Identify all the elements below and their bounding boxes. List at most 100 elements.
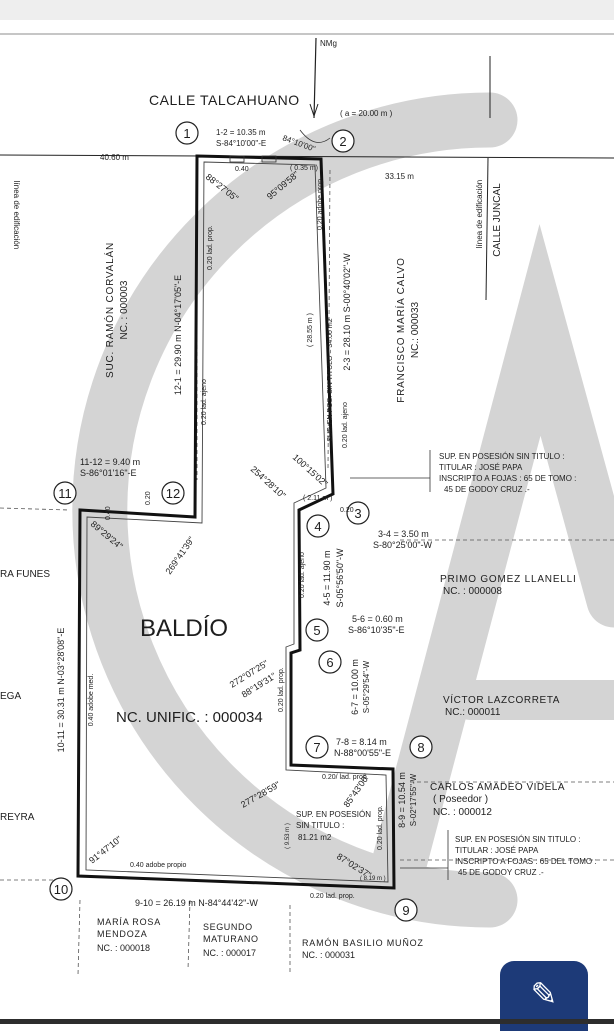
baldio-label: BALDÍO bbox=[140, 615, 228, 642]
owner-lazcorreta-nc: NC.: 000011 bbox=[445, 707, 501, 718]
dim-819: ( 8.19 m ) bbox=[360, 876, 386, 882]
svg-text:INSCRIPTO A FOJAS : 65 DEL T: INSCRIPTO A FOJAS : 65 DEL TOMO : bbox=[455, 857, 597, 866]
point-6: 6 bbox=[318, 650, 342, 674]
dim-211: ( 2.11 m ) bbox=[303, 495, 332, 502]
svg-text:2: 2 bbox=[339, 134, 346, 149]
parcel-boundary bbox=[76, 154, 396, 890]
owner-mendoza-2: MENDOZA bbox=[97, 929, 148, 939]
seg-11-12-bearing: S-86°01'16"-E bbox=[80, 468, 137, 478]
svg-text:SIN TITULO :: SIN TITULO : bbox=[296, 821, 344, 830]
dim-040-top: 0.40 bbox=[235, 166, 249, 173]
svg-text:1: 1 bbox=[183, 126, 190, 141]
svg-text:TITULAR : JOSÉ PAPA: TITULAR : JOSÉ PAPA bbox=[439, 463, 523, 472]
possession-note-3: SUP. EN POSESIÓN SIN TITULO : TITULAR : … bbox=[400, 830, 597, 880]
seg-1-2-length: 1-2 = 10.35 m bbox=[216, 128, 266, 137]
wall-9-10-outer: 0.20 lad. prop. bbox=[310, 893, 355, 900]
seg-5-6-bearing: S-86°10'35"-E bbox=[348, 625, 405, 635]
dim-020-11-12: 0.20 bbox=[145, 491, 152, 505]
owner-corvalan: SUC. RAMÓN CORVALÁN bbox=[103, 242, 116, 378]
svg-text:4: 4 bbox=[314, 519, 321, 534]
owner-corvalan-nc: NC. : 000003 bbox=[119, 280, 130, 339]
dim-040-11: 0.40 bbox=[105, 506, 112, 520]
seg-3-4-length: 3-4 = 3.50 m bbox=[378, 529, 429, 539]
edification-line-left: línea de edificación bbox=[12, 181, 21, 250]
point-2: 2 bbox=[331, 129, 355, 153]
wall-10-11: 0.40 adobe med. bbox=[88, 674, 95, 727]
seg-11-12-length: 11-12 = 9.40 m bbox=[80, 457, 140, 467]
svg-text:8: 8 bbox=[417, 740, 424, 755]
point-12: 12 bbox=[161, 481, 185, 505]
svg-text:7: 7 bbox=[313, 740, 320, 755]
owner-videla: CARLOS AMADEO VIDELA bbox=[430, 782, 565, 793]
angle-12: 269°41'39" bbox=[163, 535, 196, 576]
wall-mark bbox=[229, 155, 245, 163]
seg-7-8-length: 7-8 = 8.14 m bbox=[336, 737, 387, 747]
wall-12-1-bottom: 0.20 lad. ajeno bbox=[201, 379, 208, 425]
owner-maturano-2: MATURANO bbox=[203, 934, 259, 944]
point-8: 8 bbox=[409, 735, 433, 759]
owner-llanelli: PRIMO GOMEZ LLANELLI bbox=[440, 574, 577, 585]
svg-text:81.21 m2: 81.21 m2 bbox=[298, 833, 332, 842]
nc-unificado: NC. UNIFIC. : 000034 bbox=[116, 709, 263, 726]
dim-top-left: 40.60 m bbox=[100, 153, 129, 162]
seg-6-7-bearing: S-05°29'54"-W bbox=[362, 660, 371, 713]
svg-text:TITULAR : JOSÉ PAPA: TITULAR : JOSÉ PAPA bbox=[455, 846, 539, 855]
svg-text:11: 11 bbox=[58, 486, 72, 501]
seg-7-8-bearing: N-88°00'55"-E bbox=[334, 748, 391, 758]
owner-left-1: RA FUNES bbox=[0, 569, 50, 580]
seg-8-9-length: 8-9 = 10.54 m bbox=[397, 772, 407, 828]
owner-maturano-nc: NC. : 000017 bbox=[203, 948, 256, 958]
angle-4: 254°28'10" bbox=[249, 464, 288, 501]
seg-4-5-length: 4-5 = 11.90 m bbox=[322, 550, 332, 605]
svg-text:6: 6 bbox=[326, 655, 333, 670]
point-5: 5 bbox=[305, 618, 329, 642]
svg-text:INSCRIPTO A FOJAS : 65 DE TO: INSCRIPTO A FOJAS : 65 DE TOMO : bbox=[439, 474, 576, 483]
point-3: 3 bbox=[346, 501, 370, 525]
edit-icon: ✎ bbox=[530, 975, 558, 1013]
owner-lazcorreta: VÍCTOR LAZCORRETA bbox=[443, 693, 560, 706]
street-right-label: CALLE JUNCAL bbox=[492, 183, 503, 257]
seg-5-6-length: 5-6 = 0.60 m bbox=[352, 614, 403, 624]
seg-9-10: 9-10 = 26.19 m N-84°44'42"-W bbox=[135, 898, 258, 908]
street-lines bbox=[0, 37, 614, 301]
owner-munoz: RAMÓN BASILIO MUÑOZ bbox=[302, 938, 424, 948]
owner-munoz-nc: NC. : 000031 bbox=[302, 950, 355, 960]
svg-text:12: 12 bbox=[166, 486, 180, 501]
svg-text:( 9.53 m ): ( 9.53 m ) bbox=[285, 823, 291, 849]
street-top-label: CALLE TALCAHUANO bbox=[149, 92, 300, 108]
svg-text:45 DE GODOY CRUZ .-: 45 DE GODOY CRUZ .- bbox=[444, 485, 530, 494]
seg-6-7-length: 6-7 = 10.00 m bbox=[350, 659, 360, 715]
owner-maturano: SEGUNDO bbox=[203, 922, 253, 932]
seg-10-11: 10-11 = 30.31 m N-03°28'08"-E bbox=[56, 628, 66, 753]
seg-3-4-bearing: S-80°25'00"-W bbox=[373, 540, 433, 550]
angle-3: 100°15'02" bbox=[291, 452, 330, 489]
wall-8-9: 0.20 lad. prop. bbox=[377, 805, 384, 850]
bottom-bar bbox=[0, 1019, 614, 1024]
dim-035: ( 0.35 m) bbox=[290, 165, 318, 172]
point-7: 7 bbox=[305, 735, 329, 759]
owner-videla-role: ( Poseedor ) bbox=[433, 794, 488, 805]
owner-llanelli-nc: NC. : 000008 bbox=[443, 586, 502, 597]
wall-2-3-bottom: 0.20 lad. ajeno bbox=[342, 402, 349, 448]
point-9: 9 bbox=[394, 898, 418, 922]
possession-note-1: SUP. EN POSESIÓN SIN TITULO : TITULAR : … bbox=[350, 450, 576, 494]
point-11: 11 bbox=[53, 481, 77, 505]
owner-mendoza: MARÍA ROSA bbox=[97, 917, 161, 927]
seg-8-9-bearing: S-02°17'55"-W bbox=[409, 773, 418, 826]
svg-text:45 DE GODOY CRUZ .-: 45 DE GODOY CRUZ .- bbox=[458, 868, 544, 877]
wall-2-3-top: 0.20 adobe prop. bbox=[317, 177, 324, 230]
parcel-inner-wall bbox=[85, 161, 389, 883]
wall-7-8: 0.20/ lad. prop. bbox=[322, 774, 369, 781]
point-10: 10 bbox=[49, 877, 73, 901]
point-4: 4 bbox=[306, 514, 330, 538]
dim-top-right: 33.15 m bbox=[385, 172, 414, 181]
owner-left-3: REYRA bbox=[0, 812, 35, 823]
edification-line-right: línea de edificación bbox=[475, 180, 484, 249]
street-top-width: ( a = 20.00 m ) bbox=[340, 109, 393, 118]
seg-4-5-bearing: S-05°56'50"-W bbox=[335, 548, 345, 608]
owner-videla-nc: NC. : 000012 bbox=[433, 807, 492, 818]
dim-2855: ( 28.55 m ) bbox=[307, 313, 314, 347]
svg-text:9: 9 bbox=[402, 903, 409, 918]
owner-mendoza-nc: NC. : 000018 bbox=[97, 943, 150, 953]
